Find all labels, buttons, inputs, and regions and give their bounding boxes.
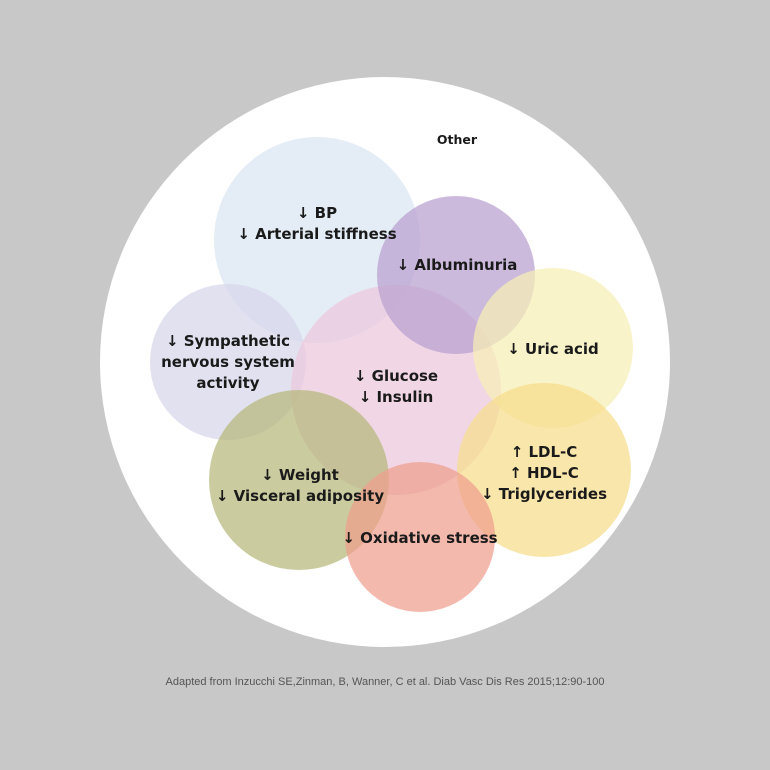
label-weight: ↓ Weight ↓ Visceral adiposity bbox=[216, 466, 384, 505]
circle-oxidative bbox=[345, 462, 495, 612]
label-glucose-line: ↓ Insulin bbox=[359, 388, 434, 406]
label-oxidative-line: ↓ Oxidative stress bbox=[342, 529, 497, 547]
circle-lipids bbox=[457, 383, 631, 557]
label-lipids: ↑ LDL-C ↑ HDL-C ↓ Triglycerides bbox=[481, 443, 607, 503]
label-weight-line: ↓ Visceral adiposity bbox=[216, 487, 384, 505]
label-bp-line: ↓ BP bbox=[297, 204, 337, 222]
label-sympathetic-line: activity bbox=[196, 374, 259, 392]
label-uric-acid-line: ↓ Uric acid bbox=[507, 340, 599, 358]
source-caption: Adapted from Inzucchi SE,Zinman, B, Wann… bbox=[166, 676, 605, 688]
label-sympathetic: ↓ Sympathetic nervous system activity bbox=[161, 332, 295, 392]
label-glucose: ↓ Glucose ↓ Insulin bbox=[354, 367, 438, 406]
other-label: Other bbox=[437, 132, 478, 147]
circle-uric-acid bbox=[473, 268, 633, 428]
label-sympathetic-line: ↓ Sympathetic bbox=[166, 332, 290, 350]
circles-layer bbox=[150, 137, 633, 612]
label-albuminuria-line: ↓ Albuminuria bbox=[397, 256, 518, 274]
label-uric-acid: ↓ Uric acid bbox=[507, 340, 599, 358]
label-glucose-line: ↓ Glucose bbox=[354, 367, 438, 385]
circle-weight bbox=[209, 390, 389, 570]
labels-layer: ↓ BP ↓ Arterial stiffness ↓ Sympathetic ner… bbox=[161, 204, 607, 547]
label-oxidative: ↓ Oxidative stress bbox=[342, 529, 497, 547]
label-lipids-line: ↓ Triglycerides bbox=[481, 485, 607, 503]
label-sympathetic-line: nervous system bbox=[161, 353, 295, 371]
label-bp-line: ↓ Arterial stiffness bbox=[237, 225, 396, 243]
label-weight-line: ↓ Weight bbox=[261, 466, 339, 484]
label-lipids-line: ↑ HDL-C bbox=[509, 464, 579, 482]
label-albuminuria: ↓ Albuminuria bbox=[397, 256, 518, 274]
label-lipids-line: ↑ LDL-C bbox=[511, 443, 578, 461]
label-bp: ↓ BP ↓ Arterial stiffness bbox=[237, 204, 396, 243]
